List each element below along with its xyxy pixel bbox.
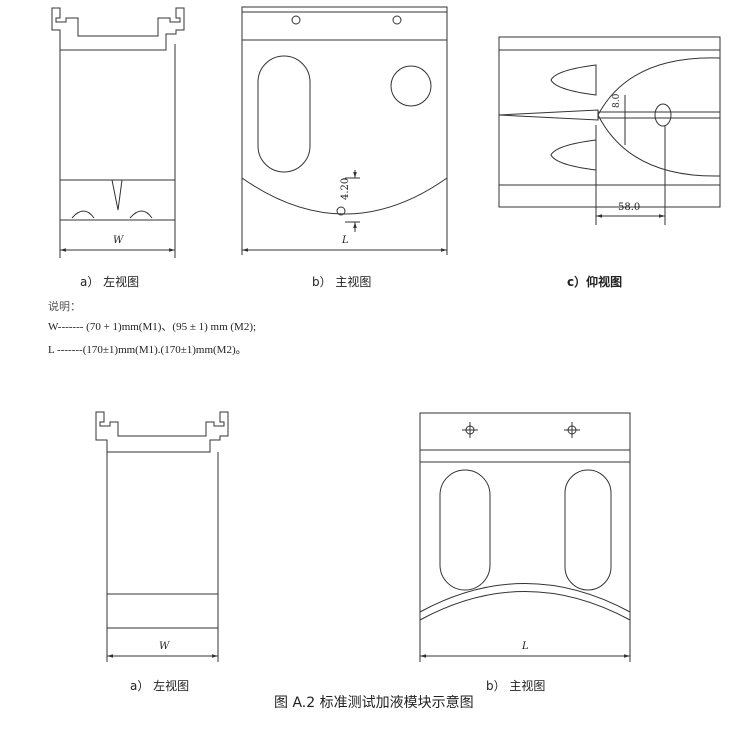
bottom-width-dimension: W	[159, 641, 170, 652]
top-bottom-view	[498, 36, 721, 225]
top-front-view-label: b） 主视图	[312, 275, 372, 289]
arc-depth-dimension: 4.20	[340, 177, 351, 200]
notes-length-line: L -------(170±1)mm(M1).(170±1)mm(M2)。	[48, 344, 247, 356]
top-length-dimension: L	[342, 235, 349, 246]
top-left-view-label: a） 左视图	[80, 275, 140, 289]
bottom-left-view	[95, 411, 229, 662]
bottom-left-view-label: a） 左视图	[130, 679, 190, 693]
distance-dimension: 58.0	[618, 202, 641, 213]
bottom-front-view	[419, 412, 631, 662]
top-left-view	[51, 7, 185, 258]
bottom-length-dimension: L	[522, 641, 529, 652]
bottom-front-view-label: b） 主视图	[486, 679, 546, 693]
offset-dimension: 8.0	[612, 93, 622, 108]
figure-caption: 图 A.2 标准测试加液模块示意图	[274, 695, 474, 711]
top-front-view	[241, 6, 448, 255]
notes-heading: 说明：	[48, 301, 81, 313]
top-width-dimension: W	[113, 235, 124, 246]
notes-width-line: W------- (70 + 1)mm(M1)、(95 ± 1) mm (M2)…	[48, 321, 257, 333]
top-bottom-view-label: c）仰视图	[567, 275, 623, 289]
